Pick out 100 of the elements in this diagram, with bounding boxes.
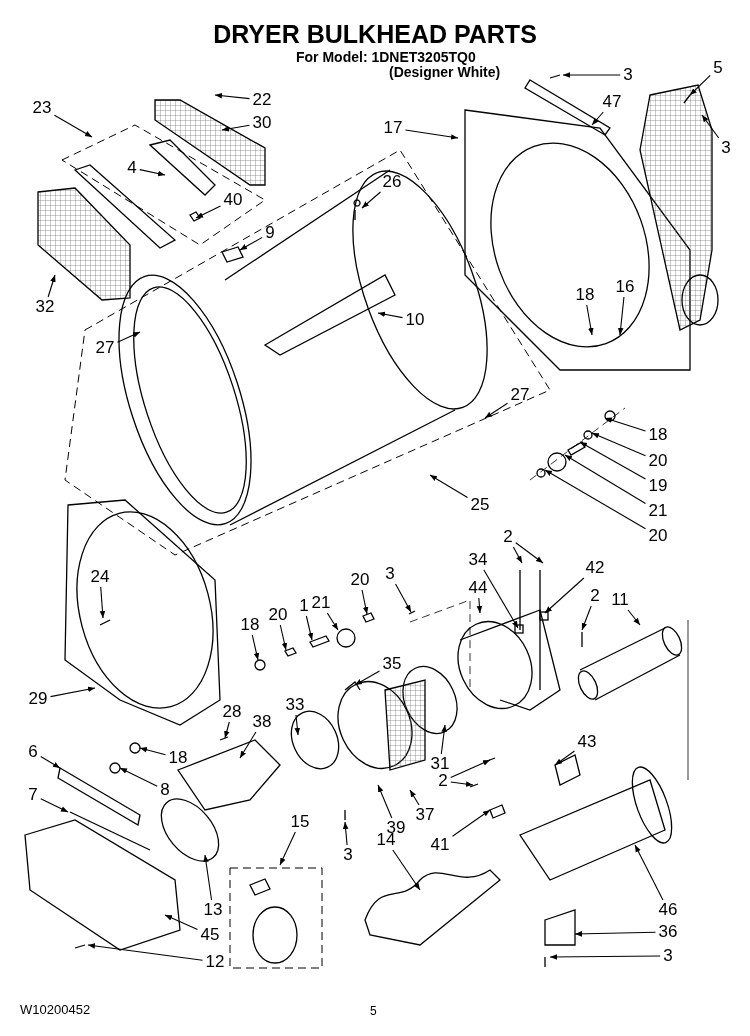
callout-number: 38 xyxy=(252,713,272,731)
page-number: 5 xyxy=(370,1004,377,1018)
leader-line xyxy=(354,670,381,686)
leader-line xyxy=(579,441,647,480)
callout-number: 35 xyxy=(382,655,402,673)
leader-line xyxy=(279,624,288,651)
leader-line xyxy=(203,854,213,901)
callout-number: 12 xyxy=(205,953,225,971)
leader-line xyxy=(451,809,491,837)
callout-number: 27 xyxy=(95,339,115,357)
leader-line xyxy=(195,205,222,219)
callout-number: 41 xyxy=(430,836,450,854)
callout-number: 17 xyxy=(383,119,403,137)
callout-number: 44 xyxy=(468,579,488,597)
callout-number: 40 xyxy=(223,191,243,209)
callout-number: 34 xyxy=(468,551,488,569)
callout-number: 24 xyxy=(90,568,110,586)
callout-number: 18 xyxy=(168,749,188,767)
callout-number: 20 xyxy=(648,527,668,545)
callout-number: 30 xyxy=(252,114,272,132)
leader-line xyxy=(342,821,349,846)
callout-number: 15 xyxy=(290,813,310,831)
leader-line xyxy=(562,72,621,78)
leader-line xyxy=(591,432,647,457)
leader-line xyxy=(512,546,523,564)
leader-line xyxy=(239,731,257,759)
leader-line xyxy=(484,402,509,419)
leader-line xyxy=(544,469,647,530)
callout-number: 25 xyxy=(470,496,490,514)
callout-number: 37 xyxy=(415,806,435,824)
callout-number: 5 xyxy=(713,59,723,77)
callout-number: 19 xyxy=(648,477,668,495)
callout-number: 2 xyxy=(438,772,448,790)
callout-number: 11 xyxy=(611,591,629,609)
callout-number: 42 xyxy=(585,559,605,577)
callout-number: 32 xyxy=(35,298,55,316)
document-number: W10200452 xyxy=(20,1002,91,1017)
subtitle: For Model: 1DNET3205TQ0 xyxy=(296,49,476,65)
leader-line xyxy=(49,686,96,698)
leader-line xyxy=(279,831,296,866)
callout-number: 3 xyxy=(721,139,731,157)
callout-number: 3 xyxy=(385,565,395,583)
subtitle: (Designer White) xyxy=(389,64,501,80)
callout-number: 2 xyxy=(590,587,600,605)
leader-line xyxy=(554,750,576,766)
callout-number: 13 xyxy=(203,901,223,919)
leader-line xyxy=(574,931,657,937)
leader-line xyxy=(214,92,251,100)
callout-number: 1 xyxy=(299,597,309,615)
callout-number: 43 xyxy=(577,733,597,751)
callout-number: 28 xyxy=(222,703,242,721)
callout-number: 26 xyxy=(382,173,402,191)
leader-line xyxy=(377,784,393,819)
callout-number: 22 xyxy=(252,91,272,109)
leader-line xyxy=(549,954,661,960)
callout-number: 9 xyxy=(265,224,275,242)
leader-line xyxy=(483,569,519,629)
leader-line xyxy=(326,612,339,631)
leader-line xyxy=(119,767,158,787)
leader-line xyxy=(689,74,711,96)
callout-number: 21 xyxy=(311,594,331,612)
leader-line xyxy=(544,577,585,614)
leader-line xyxy=(377,311,404,319)
callout-number: 6 xyxy=(28,743,38,761)
callout-number: 16 xyxy=(615,278,635,296)
leader-line xyxy=(429,474,469,499)
leader-line xyxy=(53,114,93,138)
callout-number: 45 xyxy=(200,926,220,944)
leader-line xyxy=(586,304,594,336)
leader-line xyxy=(116,331,141,343)
leader-line xyxy=(392,849,421,891)
leader-line xyxy=(404,129,459,140)
leader-line xyxy=(591,111,604,126)
leader-line xyxy=(40,798,69,813)
leader-line xyxy=(515,542,544,564)
leader-line xyxy=(221,124,251,132)
leader-line xyxy=(604,417,647,432)
callout-number: 20 xyxy=(350,571,370,589)
callout-number: 31 xyxy=(430,755,450,773)
leader-line xyxy=(476,597,483,614)
leader-line xyxy=(239,236,263,251)
callout-number: 18 xyxy=(240,616,260,634)
leader-line xyxy=(634,844,664,901)
leader-line xyxy=(564,454,647,505)
leader-line xyxy=(409,789,420,806)
leader-line xyxy=(701,114,720,139)
leader-line xyxy=(99,586,106,619)
leader-line xyxy=(87,943,204,961)
callout-number: 36 xyxy=(658,923,678,941)
leader-line xyxy=(305,615,314,641)
leader-line xyxy=(361,191,381,209)
callout-number: 27 xyxy=(510,386,530,404)
callout-number: 18 xyxy=(648,426,668,444)
callout-number: 18 xyxy=(575,286,595,304)
leader-line xyxy=(164,914,199,930)
callout-number: 10 xyxy=(405,311,425,329)
callout-number: 21 xyxy=(648,502,668,520)
callout-number: 4 xyxy=(127,159,137,177)
callout-number: 46 xyxy=(658,901,678,919)
callout-number: 8 xyxy=(160,781,170,799)
